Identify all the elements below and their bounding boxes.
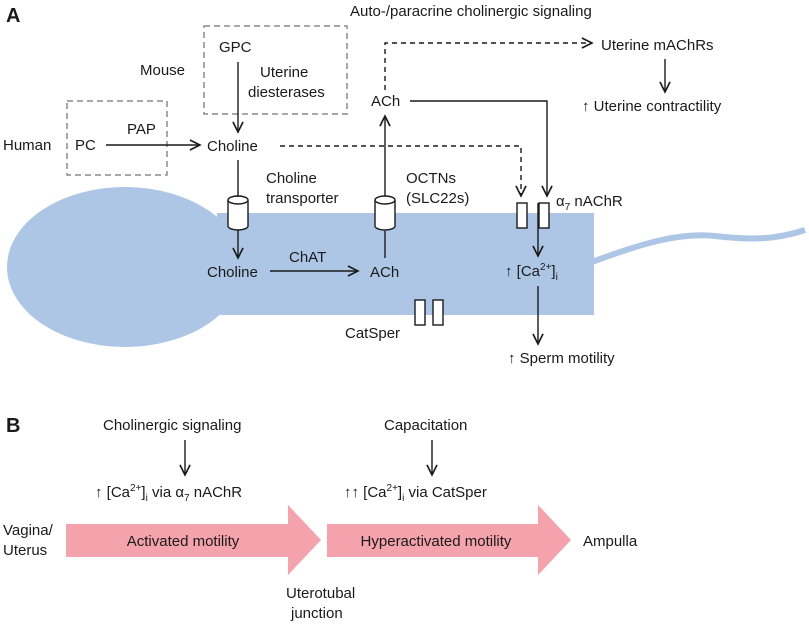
uterotubal-junction-label-1: Uterotubal: [286, 585, 355, 602]
ach-intracellular-label: ACh: [370, 264, 399, 281]
octn-channel: [374, 195, 396, 231]
sperm-head: [7, 187, 243, 347]
catsper-channel-left: [414, 299, 426, 326]
octns-label-1: OCTNs: [406, 170, 456, 187]
uterine-diesterases-label-2: diesterases: [248, 84, 325, 101]
calcium-via-catsper-label: ↑↑ [Ca2+]i via CatSper: [344, 483, 487, 504]
human-label: Human: [3, 137, 51, 154]
a7-nachr-label: α7 nAChR: [556, 193, 623, 213]
mouse-label: Mouse: [140, 62, 185, 79]
choline-transporter-label-2: transporter: [266, 190, 339, 207]
sperm-cell: [7, 187, 806, 347]
mouse-pathway-box: [203, 25, 348, 115]
a7-nachr-channel-right: [538, 202, 550, 229]
arrow-ach-to-a7: [410, 100, 547, 196]
hyperactivated-motility-arrow: [327, 505, 571, 575]
arrow-choline-to-a7: [280, 145, 521, 196]
sperm-motility-label: ↑ Sperm motility: [508, 350, 615, 367]
sperm-midpiece: [217, 213, 594, 315]
choline-intracellular-label: Choline: [207, 264, 258, 281]
pap-label: PAP: [127, 121, 156, 138]
sperm-tail: [590, 227, 806, 265]
ampulla-label: Ampulla: [583, 533, 638, 550]
vagina-uterus-label-1: Vagina/: [3, 522, 54, 539]
choline-transporter-channel: [227, 195, 249, 231]
capacitation-label: Capacitation: [384, 417, 467, 434]
arrow-ach-to-uterine-machrs: [384, 43, 592, 90]
pc-label: PC: [75, 137, 96, 154]
choline-transporter-label-1: Choline: [266, 170, 317, 187]
uterotubal-junction-label-2: junction: [290, 605, 343, 622]
a7-nachr-channel-left: [516, 202, 528, 229]
choline-extracellular-label: Choline: [207, 138, 258, 155]
octns-label-2: (SLC22s): [406, 190, 469, 207]
uterine-diesterases-label-1: Uterine: [260, 64, 308, 81]
auto-paracrine-title: Auto-/paracrine cholinergic signaling: [350, 3, 592, 20]
uterine-machrs-label: Uterine mAChRs: [601, 37, 714, 54]
uterine-contractility-label: ↑ Uterine contractility: [582, 98, 722, 115]
gpc-label: GPC: [219, 39, 252, 56]
ach-extracellular-label: ACh: [371, 93, 400, 110]
activated-motility-label: Activated motility: [127, 533, 240, 550]
catsper-channel-right: [432, 299, 444, 326]
calcium-via-a7-label: ↑ [Ca2+]i via α7 nAChR: [95, 483, 242, 504]
hyperactivated-motility-label: Hyperactivated motility: [361, 533, 512, 550]
vagina-uterus-label-2: Uterus: [3, 542, 47, 559]
panel-a-label: A: [6, 5, 20, 27]
panel-b-label: B: [6, 415, 20, 437]
chat-label: ChAT: [289, 249, 326, 266]
calcium-increase-label: ↑ [Ca2+]i: [505, 262, 558, 283]
activated-motility-arrow: [66, 505, 321, 575]
human-pathway-box: [66, 100, 168, 176]
catsper-label: CatSper: [345, 325, 400, 342]
cholinergic-signaling-label: Cholinergic signaling: [103, 417, 241, 434]
